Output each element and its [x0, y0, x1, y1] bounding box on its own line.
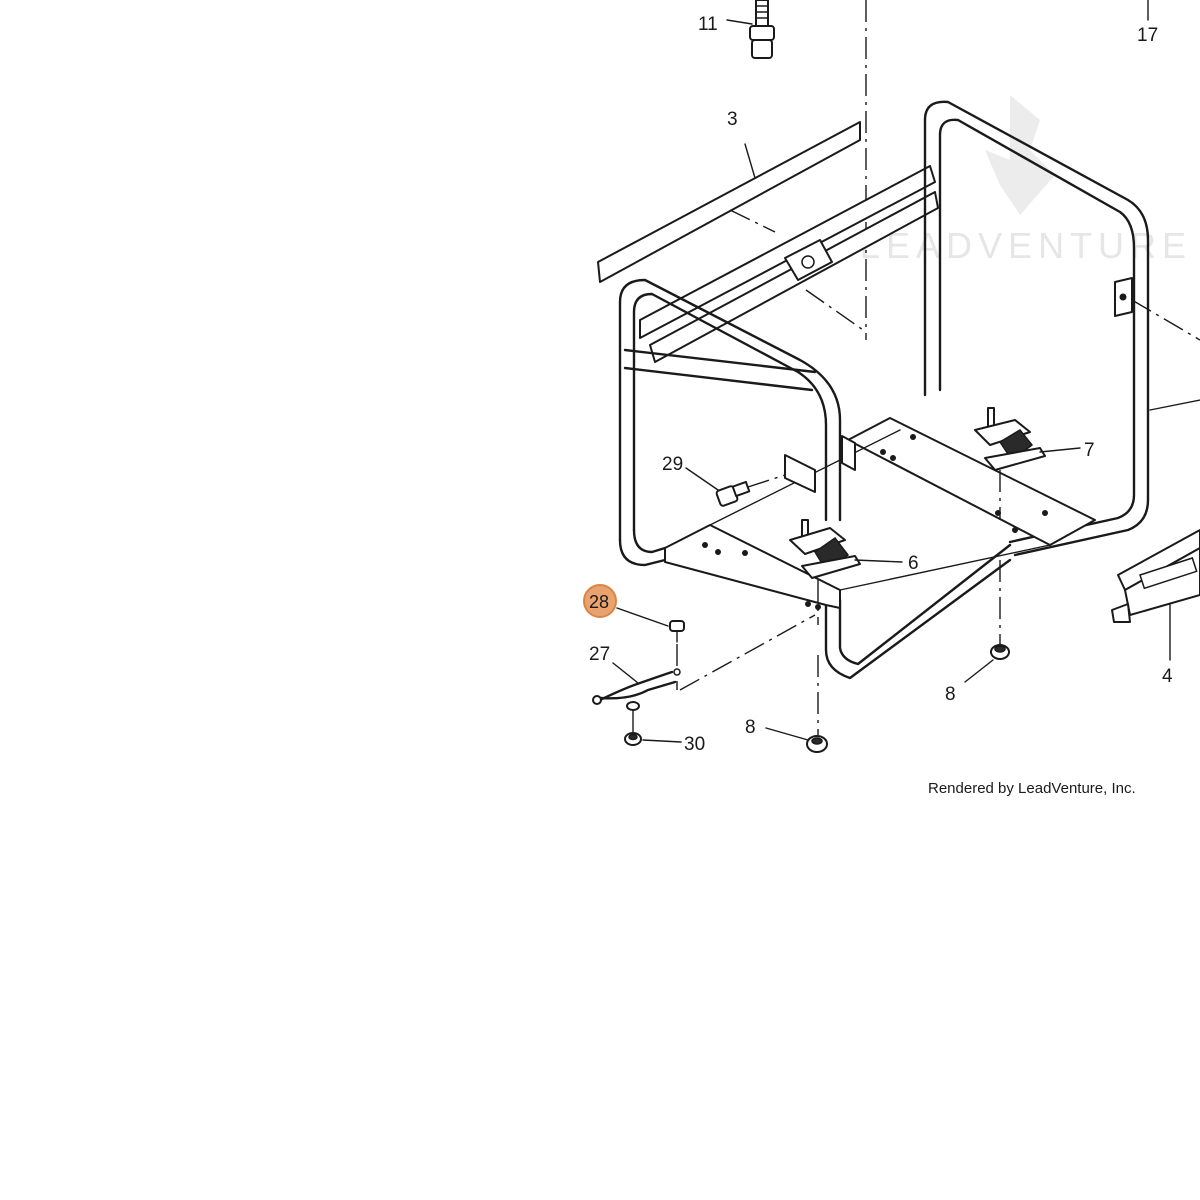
- part-27-wire: [592, 662, 681, 711]
- callout-8-left[interactable]: 8: [745, 717, 756, 738]
- highlight-circle-28: [583, 584, 617, 618]
- part-30-nut: [624, 710, 682, 746]
- main-frame: [618, 100, 1200, 680]
- callout-7[interactable]: 7: [1084, 440, 1095, 461]
- callout-30[interactable]: 30: [684, 734, 705, 755]
- part-3-strip: [597, 121, 861, 283]
- part-7-mount: [974, 407, 1081, 520]
- part-6-mount: [789, 519, 903, 625]
- callout-27[interactable]: 27: [589, 644, 610, 665]
- part-8-foot-right: [964, 560, 1010, 683]
- part-29-bolt: [685, 467, 786, 507]
- callout-28[interactable]: 28: [589, 592, 609, 612]
- part-4-rail: [1111, 529, 1200, 661]
- callout-17[interactable]: 17: [1137, 25, 1158, 46]
- part-11-bolt: [726, 0, 775, 59]
- base-plate: [664, 417, 1096, 610]
- part-28-screw: [616, 607, 816, 691]
- callout-4[interactable]: 4: [1162, 666, 1173, 687]
- callout-3[interactable]: 3: [727, 109, 738, 130]
- callout-11[interactable]: 11: [698, 14, 718, 35]
- render-credit: Rendered by LeadVenture, Inc.: [928, 780, 1136, 797]
- callout-29[interactable]: 29: [662, 454, 683, 475]
- callout-8-right[interactable]: 8: [945, 684, 956, 705]
- callout-6[interactable]: 6: [908, 553, 919, 574]
- part-8-foot-left: [765, 655, 828, 753]
- leadventure-watermark: LEADVENTURE: [860, 95, 1192, 266]
- watermark-text: LEADVENTURE: [860, 225, 1192, 266]
